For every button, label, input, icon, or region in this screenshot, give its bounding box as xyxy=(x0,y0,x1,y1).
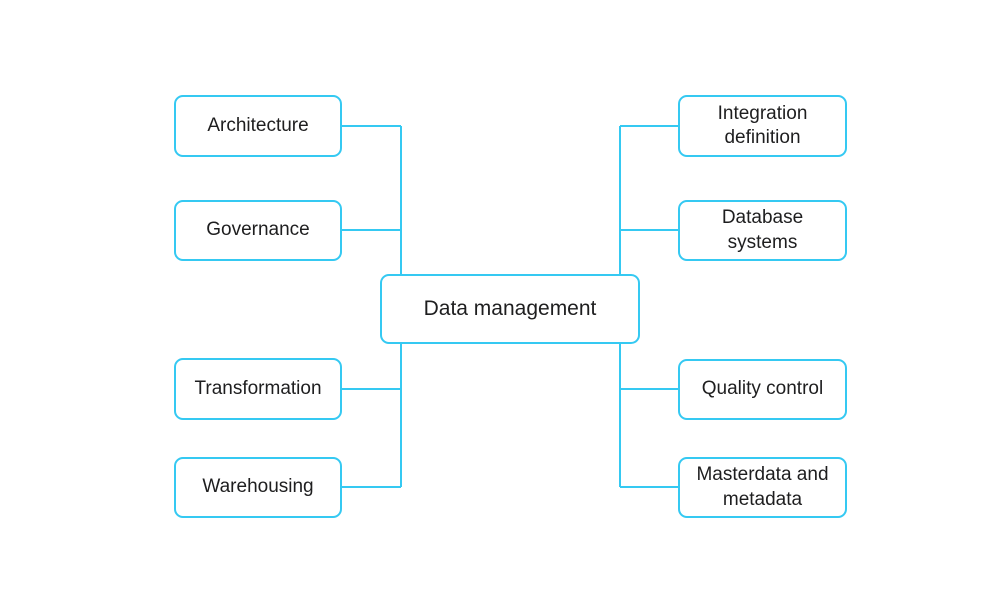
node-database-systems-label: Database systems xyxy=(721,207,804,253)
node-masterdata-metadata[interactable]: Masterdata and metadata xyxy=(678,457,847,518)
node-governance[interactable]: Governance xyxy=(174,200,342,261)
node-transformation[interactable]: Transformation xyxy=(174,358,342,420)
node-data-management[interactable]: Data management xyxy=(380,274,640,344)
node-transformation-label: Transformation xyxy=(194,377,322,399)
node-data-management-label: Data management xyxy=(423,296,597,320)
node-governance-label: Governance xyxy=(206,219,310,241)
node-quality-control[interactable]: Quality control xyxy=(678,359,847,420)
node-integration-definition[interactable]: Integration definition xyxy=(678,95,847,157)
node-masterdata-metadata-label: Masterdata and metadata xyxy=(696,464,829,510)
node-architecture[interactable]: Architecture xyxy=(174,95,342,157)
node-architecture-label: Architecture xyxy=(207,114,309,136)
node-integration-definition-label: Integration definition xyxy=(717,102,808,148)
node-database-systems[interactable]: Database systems xyxy=(678,200,847,261)
node-warehousing-label: Warehousing xyxy=(202,476,314,498)
node-warehousing[interactable]: Warehousing xyxy=(174,457,342,518)
node-quality-control-label: Quality control xyxy=(701,378,824,400)
